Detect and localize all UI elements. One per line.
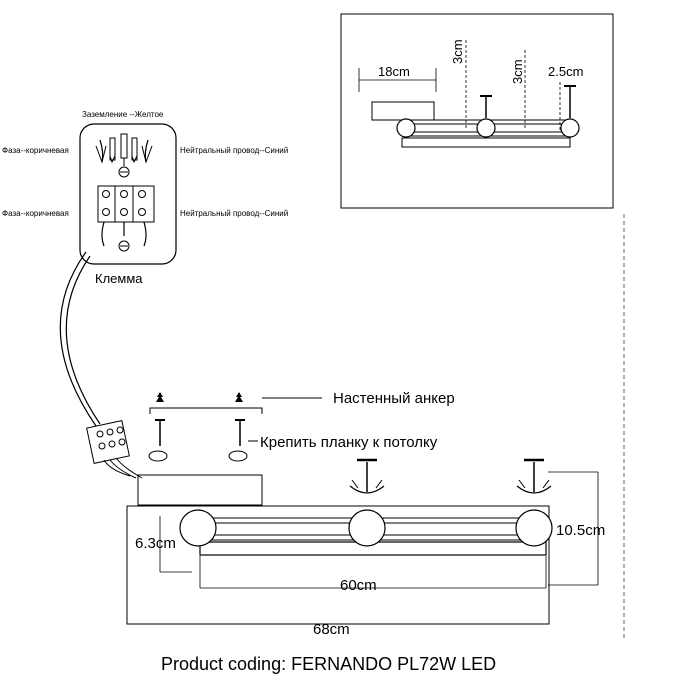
inset-mount-plate [371,101,435,121]
product-coding: Product coding: FERNANDO PL72W LED [161,654,496,674]
dimension-10-5cm: 10.5cm [556,522,605,539]
fixture-joint-left [179,509,217,547]
fixture-joint-center [348,509,386,547]
inset-joint-right [560,118,580,138]
inset-frame [340,13,614,209]
inset-dimension-panel: 18cm 3cm 3cm 2.5cm [340,13,614,209]
mounting-hardware: Настенный анкер Крепить планку к потолку [86,390,455,479]
wall-anchor-icon-right [235,392,243,402]
dimension-68cm: 68cm [313,621,350,638]
connecting-cable [59,251,101,427]
dimension-60cm: 60cm [340,577,377,594]
fixture-joint-right [515,509,553,547]
wire-connector [86,420,130,464]
inset-dim-18cm: 18cm [378,64,410,79]
dimension-6-3cm: 6.3cm [135,535,176,552]
phase-wire-label-top: Фаза--коричневая [2,146,69,155]
terminal-block-caption: Клемма [95,271,143,286]
light-fixture [126,458,553,625]
inset-dim-3cm-left: 3cm [450,39,465,64]
wall-anchor-label: Настенный анкер [333,390,455,407]
screw-washer-left [148,450,168,462]
bracket-mount-label: Крепить планку к потолку [260,434,438,451]
wall-anchor-icon-left [156,392,164,402]
neutral-wire-label-bottom: Нейтральный провод--Синий [180,209,288,218]
terminal-block-plate [79,123,177,265]
inset-dim-3cm-right: 3cm [510,59,525,84]
neutral-wire-label-top: Нейтральный провод--Синий [180,146,288,155]
phase-wire-label-bottom: Фаза--коричневая [2,209,69,218]
screw-washer-right [228,450,248,462]
inset-joint-center [476,118,496,138]
ground-wire-label: Заземление --Желтое [82,110,164,119]
terminal-block-diagram: Заземление --Желтое Фаза--коричневая Ней… [2,110,288,286]
inset-joint-left [396,118,416,138]
fixture-dimensions: 6.3cm 10.5cm 60cm 68cm [127,214,625,640]
inset-dim-2-5cm: 2.5cm [548,64,583,79]
ceiling-mount-plate [137,474,263,506]
